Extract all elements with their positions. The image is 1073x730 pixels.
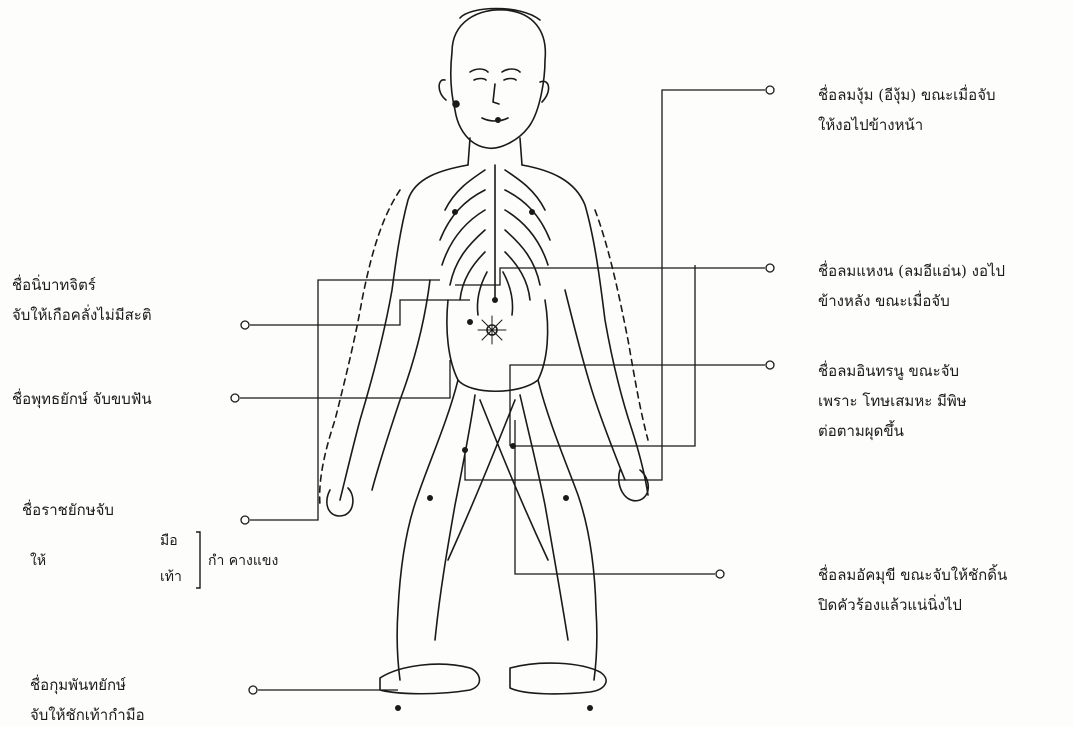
label-line: ให้งอไปข้างหน้า xyxy=(818,110,996,140)
legs xyxy=(397,380,597,680)
label-lom-ngum: ชื่อลมงุ้ม (อีงุ้ม) ขณะเมื่อจับ ให้งอไปข… xyxy=(818,80,996,140)
label-line: ชื่อลมอัคมุขี ขณะจับให้ชักดิ้น xyxy=(818,560,1007,590)
label-ratchayak-opt2: เท้า xyxy=(160,566,182,588)
label-line: ข้างหลัง ขณะเมื่อจับ xyxy=(818,286,1005,316)
label-phutthayak: ชื่อพุทธยักษ์ จับขบฟัน xyxy=(12,384,152,414)
label-line: ชื่อนิ่บาทจิตร์ xyxy=(12,270,152,300)
label-line: ปิดคัวร้องแล้วแน่นิ่งไป xyxy=(818,590,1007,620)
label-ratchayak-prefix: ให้ xyxy=(30,550,46,572)
label-lom-ngaen: ชื่อลมแหงน (ลมอีแอ่น) งอไป ข้างหลัง ขณะเ… xyxy=(818,256,1005,316)
ribcage xyxy=(440,165,550,315)
label-line: ชื่อกุมพันทยักษ์ xyxy=(30,670,145,700)
bracket xyxy=(196,532,200,588)
label-lom-inthranu: ชื่อลมอินทรนู ขณะจับ เพราะ โทษเสมหะ มีพิ… xyxy=(818,356,967,446)
label-line: ชื่อพุทธยักษ์ จับขบฟัน xyxy=(12,384,152,414)
label-ni-bat-chit: ชื่อนิ่บาทจิตร์ จับให้เกือคลั่งไม่มีสะติ xyxy=(12,270,152,330)
head xyxy=(439,9,548,149)
label-line: ชื่อลมอินทรนู ขณะจับ xyxy=(818,356,967,386)
label-line: จับให้เกือคลั่งไม่มีสะติ xyxy=(12,300,152,330)
label-line: ต่อตามผุดขึ้น xyxy=(818,416,967,446)
label-ratchayak-opt1: มือ xyxy=(160,530,178,552)
joint-dots xyxy=(395,117,593,711)
label-line: ชื่อลมแหงน (ลมอีแอ่น) งอไป xyxy=(818,256,1005,286)
label-lom-akkhamukhi: ชื่อลมอัคมุขี ขณะจับให้ชักดิ้น ปิดคัวร้อ… xyxy=(818,560,1007,620)
label-ratchayak: ชื่อราชยักษจับ xyxy=(22,495,114,525)
label-line: จับให้ชักเท้ากำมือ xyxy=(30,700,145,730)
leader-lines xyxy=(231,86,774,694)
label-ratchayak-suffix: กำ คางแขง xyxy=(208,550,278,572)
label-kumphanthayak: ชื่อกุมพันทยักษ์ จับให้ชักเท้ากำมือ xyxy=(30,670,145,730)
label-line: ชื่อราชยักษจับ xyxy=(22,495,114,525)
label-line: เพราะ โทษเสมหะ มีพิษ xyxy=(818,386,967,416)
label-line: ชื่อลมงุ้ม (อีงุ้ม) ขณะเมื่อจับ xyxy=(818,80,996,110)
